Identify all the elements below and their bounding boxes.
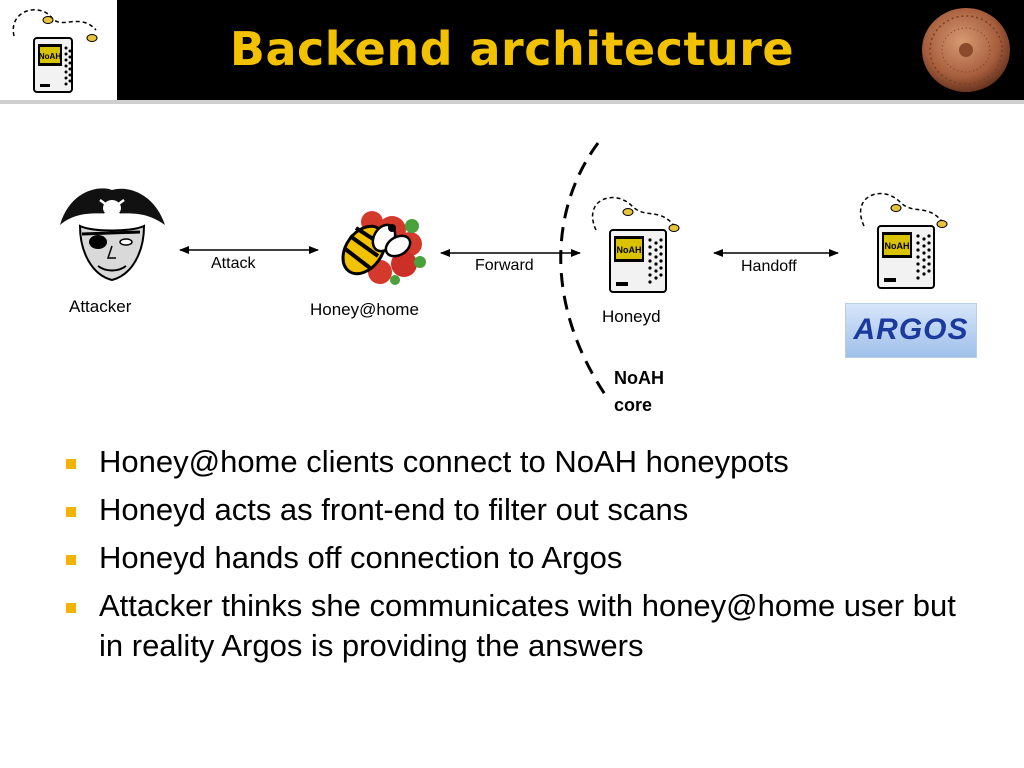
slide-title: Backend architecture [229,22,795,76]
honey-at-home-label: Honey@home [310,300,419,319]
svg-text:NoAH: NoAH [885,241,910,251]
noah-logo: NoAH [0,0,117,100]
bullet-item: Honeyd acts as front-end to filter out s… [60,490,960,530]
forward-edge-label: Forward [475,257,534,274]
attacker-label: Attacker [69,297,132,316]
bullet-text: Attacker thinks she communicates with ho… [99,588,956,663]
honeyd-computer-icon: NoAH [591,196,680,293]
svg-text:NoAH: NoAH [39,52,61,61]
bee-icon [341,211,426,285]
header-divider [0,100,1024,104]
noah-core-label: NoAH core [614,365,664,419]
noah-core-label-line2: core [614,395,653,415]
noah-core-boundary [559,142,608,397]
noah-core-label-line1: NoAH [614,368,664,388]
bullet-list: Honey@home clients connect to NoAH honey… [60,442,960,674]
argos-logo-text: ARGOS [853,313,969,346]
header-bar [0,0,1024,100]
handoff-edge-label: Handoff [741,258,797,275]
honeyd-label: Honeyd [602,307,661,326]
bullet-square-icon [66,555,76,565]
bullet-item: Honey@home clients connect to NoAH honey… [60,442,960,482]
bullet-item: Attacker thinks she communicates with ho… [60,586,960,666]
bullet-square-icon [66,603,76,613]
pirate-icon [60,188,165,282]
bullet-text: Honey@home clients connect to NoAH honey… [99,444,789,479]
svg-text:NoAH: NoAH [617,245,642,255]
argos-logo: ARGOS [845,303,977,358]
bullet-text: Honeyd hands off connection to Argos [99,540,623,575]
coin-icon [920,6,1012,94]
bullet-item: Honeyd hands off connection to Argos [60,538,960,578]
bullet-square-icon [66,507,76,517]
attack-edge-label: Attack [211,255,256,272]
bullet-text: Honeyd acts as front-end to filter out s… [99,492,689,527]
argos-computer-icon: NoAH [859,192,948,289]
bullet-square-icon [66,459,76,469]
